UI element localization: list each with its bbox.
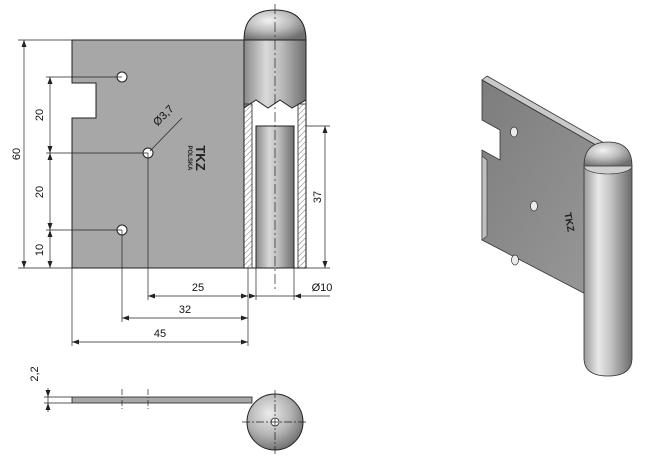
dim-pin-length: 37 — [312, 191, 324, 203]
dimension-arrows — [21, 40, 328, 345]
iso-logo: TKZ — [561, 212, 575, 233]
dim-height-middle: 20 — [34, 186, 46, 198]
dim-hole-offset-1: 25 — [192, 282, 204, 294]
dim-hole-offset-2: 32 — [179, 304, 191, 316]
plate-edge — [71, 396, 253, 404]
front-view: TKZ POLSKA — [71, 4, 307, 290]
dim-height-upper: 20 — [34, 109, 46, 121]
isometric-view: TKZ — [481, 75, 633, 377]
barrel-wall-right — [297, 103, 307, 269]
logo-subtext: POLSKA — [186, 145, 192, 171]
barrel-wall-left — [243, 103, 253, 269]
top-view — [44, 388, 308, 455]
logo-mark-text: TKZ — [193, 145, 208, 170]
iso-hole-middle — [530, 200, 538, 212]
iso-pin-barrel — [583, 165, 633, 377]
iso-pin-cap — [583, 141, 633, 167]
logo-mark: TKZ POLSKA — [186, 145, 208, 171]
iso-logo-mark: TKZ — [561, 212, 575, 233]
iso-hole-top — [510, 126, 518, 138]
dim-thickness: 2,2 — [29, 366, 41, 381]
dim-pin-diameter: Ø10 — [312, 282, 333, 294]
dim-plate-width: 45 — [154, 328, 166, 340]
hinge-plate — [71, 39, 249, 269]
dim-height-total: 60 — [11, 148, 23, 160]
dim-height-lower: 10 — [34, 244, 46, 256]
iso-hole-bottom — [511, 254, 519, 266]
